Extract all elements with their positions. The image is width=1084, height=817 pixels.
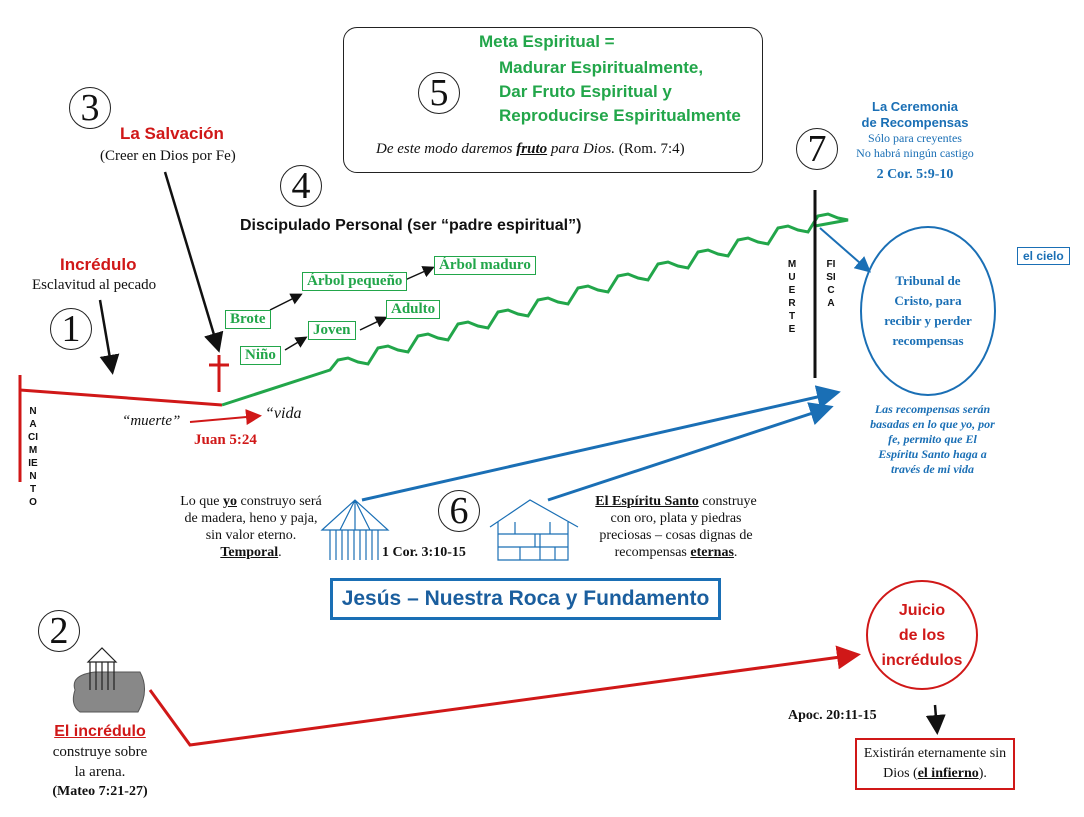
straw-hut-icon bbox=[320, 499, 390, 560]
spirit-build-text: El Espíritu Santo construye con oro, pla… bbox=[595, 494, 757, 560]
stage-joven: Joven bbox=[308, 321, 356, 340]
goal-title: Meta Espiritual = bbox=[479, 32, 615, 51]
tribunal-circle: Tribunal de Cristo, para recibir y perde… bbox=[860, 226, 996, 396]
birth-label: NACIMIENTO bbox=[28, 406, 38, 508]
step-number-6: 6 bbox=[438, 490, 480, 532]
goal-line: Dar Fruto Espiritual y bbox=[499, 82, 672, 101]
step-number-3: 3 bbox=[69, 87, 111, 129]
step-number-4: 4 bbox=[280, 165, 322, 207]
death-arrow bbox=[189, 409, 262, 426]
stage-arbol-pequeno: Árbol pequeño bbox=[302, 272, 408, 291]
death-label-muerte: MUERTE bbox=[787, 259, 797, 335]
discipleship-title: Discipulado Personal (ser “padre espirit… bbox=[240, 217, 582, 234]
cor-reference: 1 Cor. 3:10-15 bbox=[382, 545, 466, 560]
pre-salvation-line bbox=[19, 388, 223, 407]
stage-nino: Niño bbox=[240, 346, 281, 365]
stage-adulto: Adulto bbox=[386, 300, 441, 319]
ceremony-block: La Ceremonia de Recompensas Sólo para cr… bbox=[856, 99, 974, 182]
spiritual-goal-box: Meta Espiritual = Madurar Espiritualment… bbox=[343, 27, 763, 173]
apoc-reference: Apoc. 20:11-15 bbox=[788, 708, 877, 723]
goal-verse: De este modo daremos fruto para Dios. (R… bbox=[376, 141, 685, 157]
sand-hut-icon bbox=[72, 647, 145, 713]
life-label: “vida bbox=[265, 405, 302, 422]
unbeliever-build: El incrédulo construye sobre la arena. (… bbox=[52, 723, 148, 799]
goal-line: Reproducirse Espiritualmente bbox=[499, 106, 741, 125]
death-label-fisica: FISICA bbox=[826, 259, 836, 309]
unbeliever-arrow bbox=[98, 299, 120, 375]
step-number-1: 1 bbox=[50, 308, 92, 350]
rewards-note: Las recompensas serán basadas en lo que … bbox=[870, 402, 995, 476]
goal-line: Madurar Espiritualmente, bbox=[499, 58, 704, 77]
salvation-arrow bbox=[163, 171, 224, 353]
salvation-title: La Salvación bbox=[120, 124, 224, 143]
hell-box: Existirán eternamente sin Dios (el infie… bbox=[855, 738, 1015, 790]
my-build-text: Lo que yo construyo será de madera, heno… bbox=[180, 494, 322, 560]
unbeliever-path bbox=[148, 645, 861, 747]
heaven-label: el cielo bbox=[1017, 247, 1070, 265]
step-number-2: 2 bbox=[38, 610, 80, 652]
step-number-5: 5 bbox=[418, 72, 460, 114]
juan-reference: Juan 5:24 bbox=[194, 432, 257, 448]
unbeliever-title: Incrédulo bbox=[60, 255, 137, 274]
unbeliever-subtitle: Esclavitud al pecado bbox=[32, 277, 157, 293]
stage-brote: Brote bbox=[225, 310, 271, 329]
step-number-7: 7 bbox=[796, 128, 838, 170]
spiritual-growth-line bbox=[221, 212, 849, 407]
foundation-banner: Jesús – Nuestra Roca y Fundamento bbox=[330, 578, 721, 620]
death-label: “muerte” bbox=[122, 413, 181, 429]
stage-arbol-maduro: Árbol maduro bbox=[434, 256, 536, 275]
brick-house-icon bbox=[489, 499, 579, 561]
salvation-subtitle: (Creer en Dios por Fe) bbox=[100, 148, 236, 164]
